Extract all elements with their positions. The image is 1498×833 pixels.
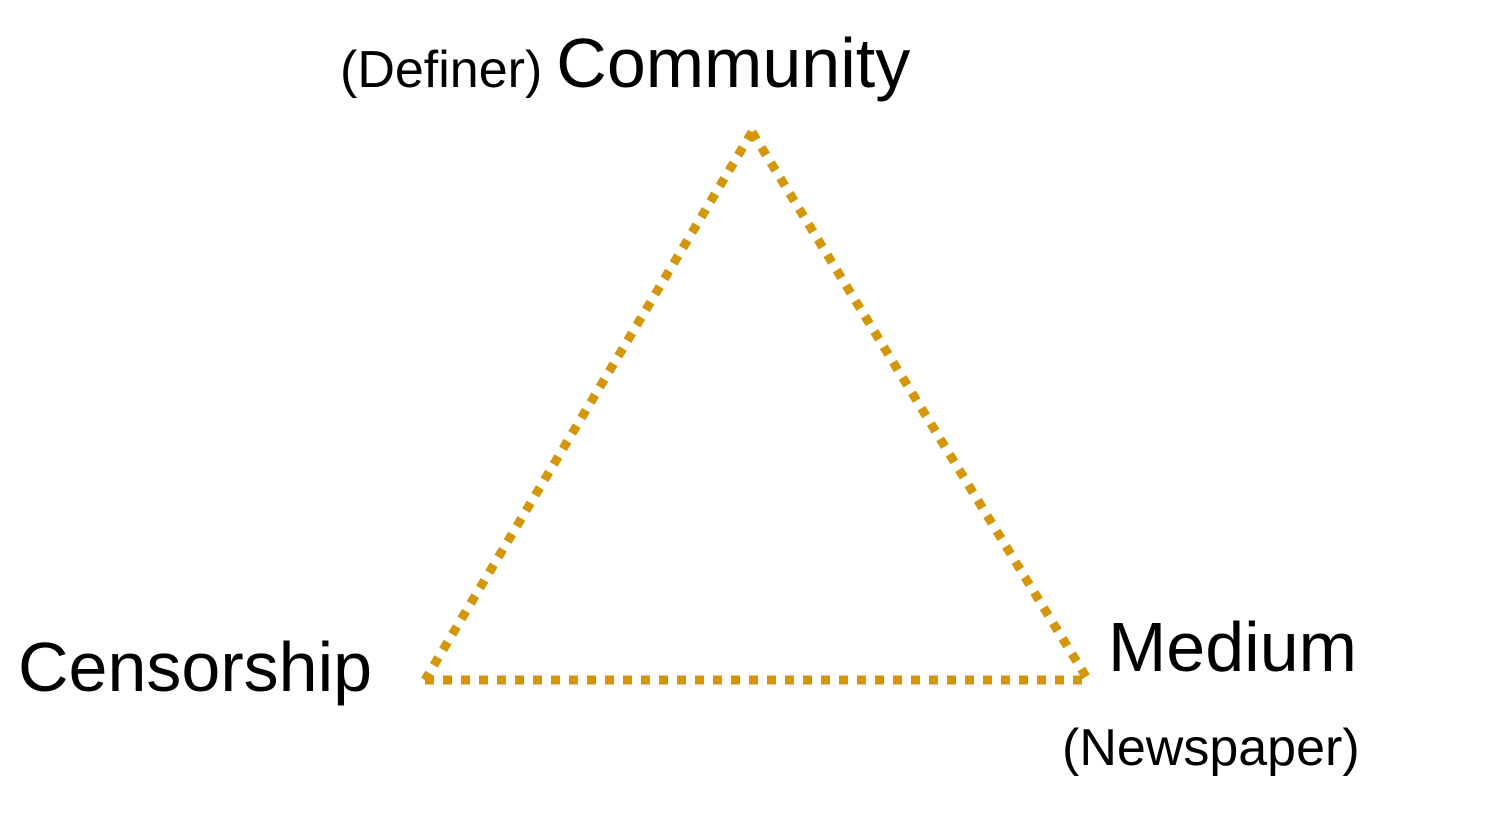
community-name: Community <box>556 24 911 102</box>
edge-community-medium <box>748 129 1092 683</box>
community-qualifier: (Definer) <box>340 41 543 99</box>
medium-qualifier: (Newspaper) <box>1062 719 1360 777</box>
censorship-node-label: Censorship <box>18 628 373 706</box>
community-node-label: (Definer)Community <box>340 28 910 98</box>
edge-community-censorship <box>421 129 756 683</box>
medium-node-label: Medium <box>1108 608 1357 686</box>
